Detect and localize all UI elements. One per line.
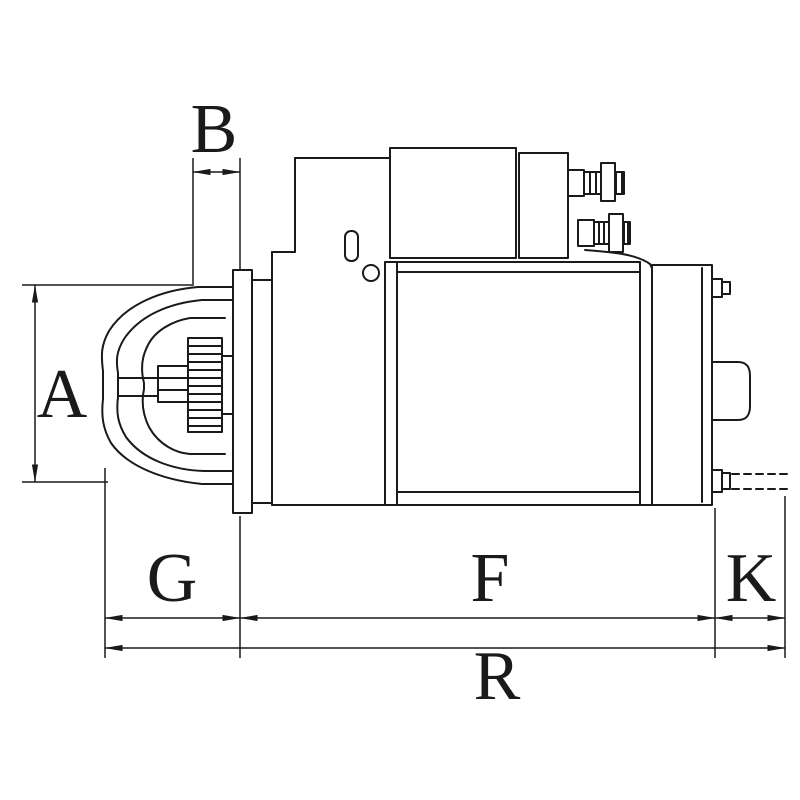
dimension-a — [22, 284, 192, 483]
through-bolt-bottom — [711, 469, 723, 493]
dimension-b — [192, 158, 241, 286]
dim-label-r: R — [474, 638, 521, 715]
housing-hole — [362, 264, 380, 282]
motor-body — [271, 157, 653, 506]
dim-label-k: K — [726, 540, 777, 617]
terminal-studs — [567, 162, 653, 269]
starter-motor-drawing — [100, 147, 793, 514]
drive-end-bracket — [100, 286, 234, 485]
through-bolt-top — [711, 278, 723, 298]
dimension-labels: B A G F K R — [37, 91, 777, 715]
dim-label-f: F — [471, 540, 510, 617]
terminal-cable — [584, 249, 653, 269]
dim-label-a: A — [37, 356, 88, 433]
pinion-teeth — [187, 345, 223, 427]
dimension-lines — [22, 158, 786, 658]
dim-label-g: G — [147, 540, 198, 617]
pinion-gear — [157, 337, 234, 433]
dim-label-b: B — [191, 91, 238, 168]
mounting-flange — [232, 269, 273, 514]
housing-slot — [344, 230, 359, 262]
end-boss — [711, 361, 751, 421]
bottom-extension-lines — [104, 468, 786, 658]
end-cap — [651, 264, 793, 506]
solenoid — [389, 147, 569, 259]
pinion-shaft — [157, 365, 189, 403]
